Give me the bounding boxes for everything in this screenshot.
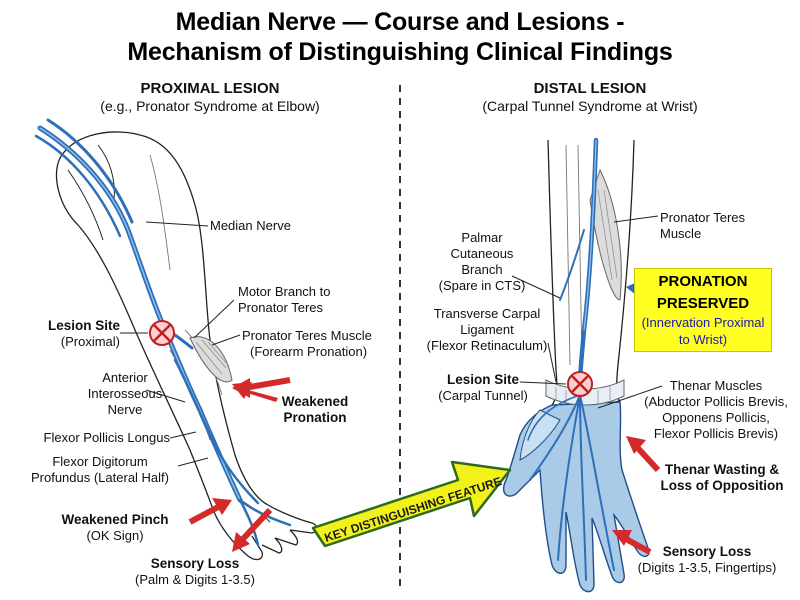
label-tcl-3: (Flexor Retinaculum) <box>426 338 548 353</box>
label-palmar-2: Cutaneous <box>450 246 514 261</box>
label-palmar-3: Branch <box>461 262 503 277</box>
red-arrow-pronation-head <box>232 378 250 398</box>
label-sensory-distal-2: (Digits 1-3.5, Fingertips) <box>637 560 777 575</box>
red-arrow-thenar-shaft <box>633 443 661 473</box>
label-weakened-pronation-1: Weakened <box>281 394 349 409</box>
callout-title-1: PRONATION <box>658 273 748 290</box>
label-motor-branch-2: Pronator Teres <box>238 300 324 315</box>
label-sensory-distal-1: Sensory Loss <box>662 544 752 559</box>
label-lesion-site-distal-2: (Carpal Tunnel) <box>438 388 528 403</box>
lesion-site-proximal-marker <box>149 320 175 346</box>
lesion-site-distal-marker <box>567 371 593 397</box>
pronator-teres-muscle-left <box>189 336 233 383</box>
title-line-1: Median Nerve — Course and Lesions - <box>175 8 625 36</box>
label-ain-2: Interosseous <box>87 386 163 401</box>
label-fdp-2: Profundus (Lateral Half) <box>30 470 169 485</box>
red-arrow-distal-sensory-head <box>612 530 632 546</box>
label-sensory-proximal-2: (Palm & Digits 1-3.5) <box>135 572 255 587</box>
label-sensory-proximal-1: Sensory Loss <box>150 556 240 571</box>
label-lesion-site-proximal-1: Lesion Site <box>47 318 120 333</box>
label-motor-branch-1: Motor Branch to <box>238 284 331 299</box>
label-lesion-site-proximal-2: (Proximal) <box>60 334 120 349</box>
label-thenar-wasting-2: Loss of Opposition <box>660 478 784 493</box>
pronation-preserved-callout: PRONATION PRESERVED (Innervation Proxima… <box>634 268 772 352</box>
callout-sub-1: (Innervation Proximal <box>641 315 765 330</box>
label-thenar-2: (Abductor Pollicis Brevis, <box>644 394 788 409</box>
callout-title-2: PRESERVED <box>656 295 750 312</box>
label-pronator-muscle-2: (Forearm Pronation) <box>250 344 368 359</box>
title-line-2: Mechanism of Distinguishing Clinical Fin… <box>127 38 673 66</box>
red-arrow-pinch-shaft <box>188 503 222 525</box>
label-thenar-4: Flexor Pollicis Brevis) <box>653 426 779 441</box>
label-weakened-pronation-2: Pronation <box>283 410 347 425</box>
key-feature-arrow <box>311 460 512 548</box>
red-arrow-thenar-head <box>626 436 646 454</box>
red-arrow-sensory-shaft <box>239 507 273 543</box>
thenar-eminence <box>519 409 561 461</box>
distal-heading: DISTAL LESION <box>533 80 647 97</box>
label-fpl: Flexor Pollicis Longus <box>43 430 170 445</box>
label-weakened-pinch-2: (OK Sign) <box>86 528 144 543</box>
label-median-nerve: Median Nerve <box>210 218 291 233</box>
proximal-heading: PROXIMAL LESION <box>140 80 280 97</box>
distal-leader-lines <box>511 215 663 409</box>
red-arrow-distal-sensory-shaft <box>622 535 652 555</box>
label-thenar-wasting-1: Thenar Wasting & <box>664 462 780 477</box>
label-ain-1: Anterior <box>102 370 148 385</box>
label-tcl-1: Transverse Carpal <box>433 306 541 321</box>
label-fdp-1: Flexor Digitorum <box>52 454 148 469</box>
median-nerve-distal <box>527 137 615 581</box>
label-pronator-muscle-1: Pronator Teres Muscle <box>242 328 372 343</box>
label-lesion-site-distal-1: Lesion Site <box>446 372 519 387</box>
red-arrow-pinch-head <box>212 498 232 515</box>
label-palmar-4: (Spare in CTS) <box>438 278 526 293</box>
label-pronator-distal-1: Pronator Teres <box>660 210 746 225</box>
distal-subheading: (Carpal Tunnel Syndrome at Wrist) <box>482 98 698 114</box>
label-tcl-2: Ligament <box>460 322 514 337</box>
red-arrow-sensory-head <box>232 532 250 552</box>
pronator-teres-muscle-right <box>589 168 622 301</box>
label-weakened-pinch-1: Weakened Pinch <box>61 512 169 527</box>
proximal-subheading: (e.g., Pronator Syndrome at Elbow) <box>100 98 320 114</box>
label-thenar-3: Opponens Pollicis, <box>662 410 770 425</box>
pronator-teres-striations <box>195 339 230 375</box>
label-palmar-1: Palmar <box>461 230 503 245</box>
red-arrow-pronation-shaft <box>243 377 291 391</box>
label-thenar-1: Thenar Muscles <box>669 378 763 393</box>
callout-sub-2: to Wrist) <box>678 332 728 347</box>
label-pronator-distal-2: Muscle <box>660 226 702 241</box>
proximal-leader-lines <box>120 221 241 467</box>
label-ain-3: Nerve <box>107 402 143 417</box>
